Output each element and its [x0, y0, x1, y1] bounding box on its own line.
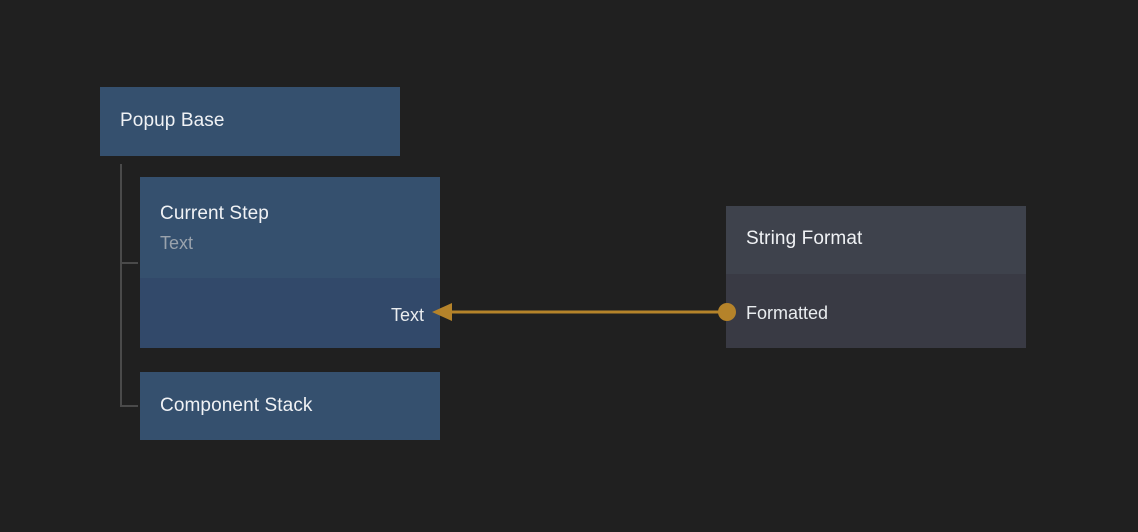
- node-current-step-title: Current Step: [160, 203, 269, 224]
- guide-trunk-line: [120, 164, 122, 407]
- connection-formatted-to-text[interactable]: [432, 303, 736, 321]
- node-string-format-title: String Format: [746, 228, 863, 249]
- node-current-step[interactable]: Current Step Text Text: [140, 177, 440, 348]
- node-component-stack[interactable]: Component Stack: [140, 372, 440, 440]
- node-string-format-header[interactable]: String Format: [726, 206, 1026, 274]
- node-current-step-body[interactable]: Text: [140, 278, 440, 348]
- node-popup-base[interactable]: Popup Base: [100, 87, 400, 156]
- guide-branch-component-stack: [120, 405, 138, 407]
- node-string-format[interactable]: String Format Formatted: [726, 206, 1026, 348]
- node-current-step-subtitle: Text: [160, 233, 194, 253]
- guide-branch-current-step: [120, 262, 138, 264]
- node-component-stack-header[interactable]: Component Stack: [140, 372, 440, 440]
- port-out-text[interactable]: Text: [390, 305, 424, 325]
- node-component-stack-title: Component Stack: [160, 395, 313, 416]
- node-string-format-body[interactable]: Formatted: [726, 274, 1026, 348]
- node-popup-base-title: Popup Base: [120, 110, 225, 131]
- node-current-step-header[interactable]: Current Step Text: [140, 177, 440, 278]
- node-popup-base-header[interactable]: Popup Base: [100, 87, 400, 156]
- port-in-formatted[interactable]: Formatted: [746, 303, 829, 323]
